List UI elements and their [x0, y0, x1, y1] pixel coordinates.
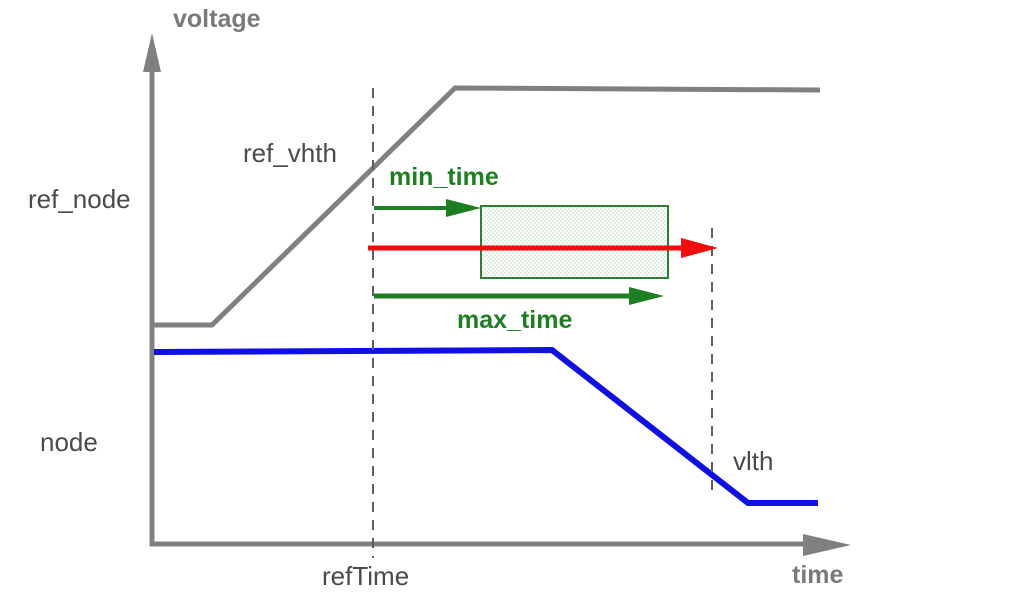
max-time-label: max_time: [457, 306, 573, 334]
voltage-axis-arrow-icon: [143, 33, 161, 72]
max-time-arrow-head-icon: [629, 287, 664, 305]
min-time-label: min_time: [389, 163, 499, 191]
time-axis-arrow-icon: [803, 534, 851, 556]
voltage-axis-label: voltage: [173, 5, 261, 33]
ref-node-label: ref_node: [28, 184, 131, 214]
ref-node-waveform: [154, 85, 821, 328]
vlth-threshold-label: vlth: [733, 446, 774, 476]
time-axis-label: time: [792, 561, 844, 589]
timing-window-box: [480, 205, 669, 279]
min-time-arrow-head-icon: [446, 199, 481, 217]
reftime-label: refTime: [322, 561, 410, 591]
node-label: node: [40, 427, 98, 457]
node-waveform: [153, 346, 818, 506]
measure-arrow-head-icon: [681, 238, 718, 258]
ref-vhth-threshold-label: ref_vhth: [243, 138, 337, 168]
